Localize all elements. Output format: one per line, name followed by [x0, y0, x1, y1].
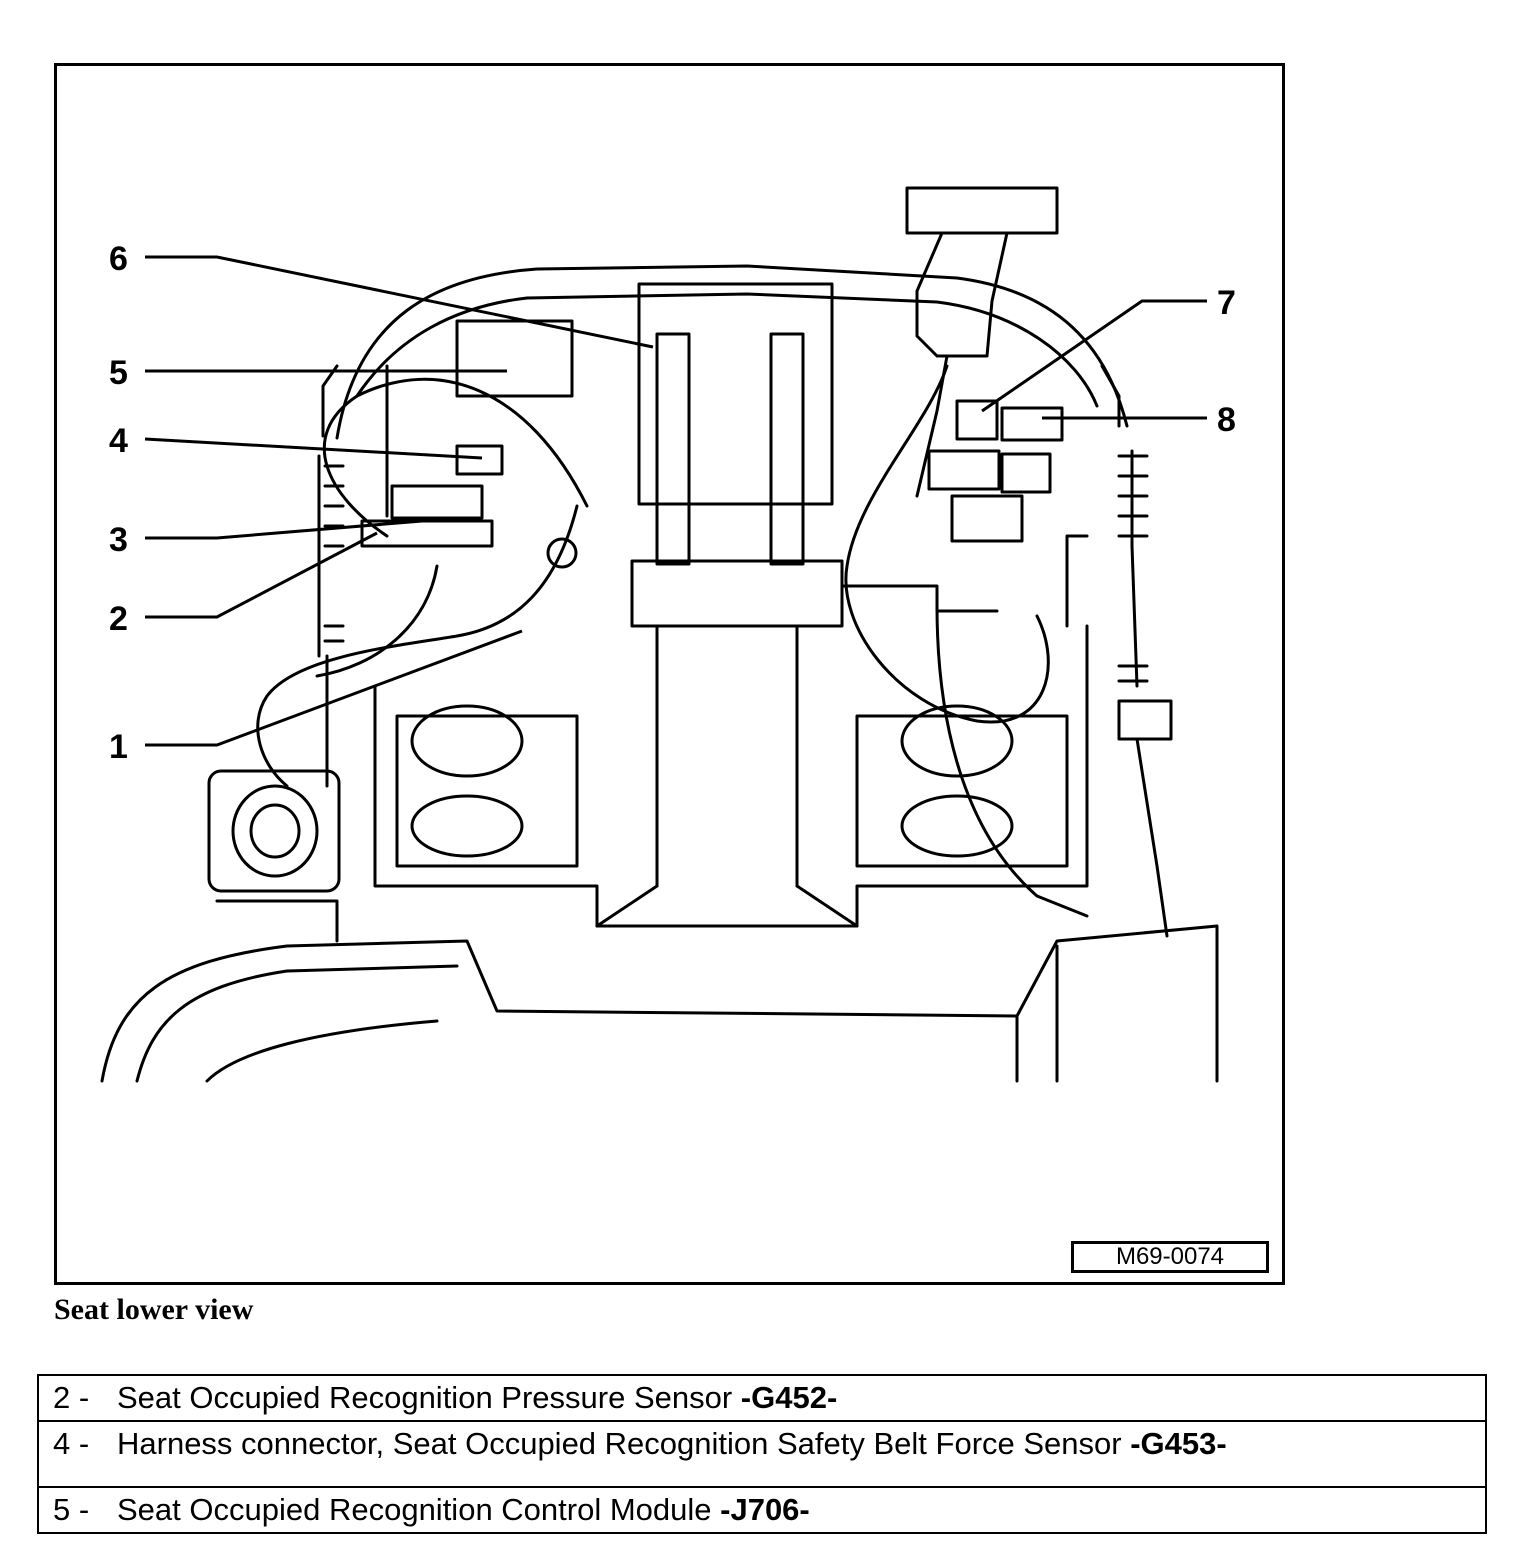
right-harness: [844, 364, 1050, 724]
legend-row: 2 - Seat Occupied Recognition Pressure Se…: [37, 1374, 1487, 1422]
leader-4: [144, 437, 483, 460]
callout-6: 6: [109, 240, 128, 278]
legend-text: Harness connector, Seat Occupied Recogni…: [117, 1426, 1122, 1461]
center-bracket: [637, 282, 834, 506]
leader-1: [145, 629, 523, 747]
callout-3: 3: [109, 521, 128, 559]
legend-row: 4 - Harness connector, Seat Occupied Reco…: [37, 1420, 1487, 1488]
legend-table: 2 - Seat Occupied Recognition Pressure Se…: [37, 1374, 1487, 1534]
callout-7: 7: [1217, 284, 1236, 322]
figure-caption: Seat lower view: [54, 1293, 254, 1326]
legend-text: Seat Occupied Recognition Control Module: [117, 1492, 712, 1527]
leader-6: [145, 255, 654, 349]
pressure-sensor-2: [546, 537, 578, 569]
left-motor: [207, 769, 341, 893]
legend-number: 4 -: [53, 1426, 90, 1461]
callout-5: 5: [109, 354, 128, 392]
module-5: [455, 319, 574, 398]
legend-cell: 5 - Seat Occupied Recognition Control Mod…: [37, 1486, 1487, 1534]
leader-7: [981, 299, 1207, 413]
legend-cell: 2 - Seat Occupied Recognition Pressure Se…: [37, 1374, 1487, 1422]
callout-2: 2: [109, 600, 128, 638]
callout-1: 1: [109, 728, 128, 766]
connector-8: [1000, 406, 1064, 442]
callout-4: 4: [109, 422, 128, 460]
legend-code: -J706-: [720, 1492, 810, 1527]
legend-text: Seat Occupied Recognition Pressure Senso…: [117, 1380, 733, 1415]
legend-row: 5 - Seat Occupied Recognition Control Mod…: [37, 1486, 1487, 1534]
figure-code: M69-0074: [1071, 1241, 1269, 1273]
seat-diagram-figure: 1 2 3 4 5 6 7 8 M69-0074: [54, 63, 1285, 1285]
seat-frame-outline: [335, 264, 1129, 440]
seat-pan: [373, 624, 1089, 928]
legend-number: 2 -: [53, 1380, 90, 1415]
callout-8: 8: [1217, 401, 1236, 439]
top-plug: [905, 186, 1059, 235]
leader-2: [145, 531, 378, 619]
leader-3: [145, 519, 423, 540]
legend-code: -G453-: [1130, 1426, 1227, 1461]
control-module: [630, 559, 844, 628]
connector-7: [955, 399, 999, 441]
legend-number: 5 -: [53, 1492, 90, 1527]
connector-4: [455, 444, 504, 476]
left-harness: [322, 377, 589, 538]
seat-frame-inner: [355, 292, 1099, 408]
legend-cell: 4 - Harness connector, Seat Occupied Reco…: [37, 1420, 1487, 1488]
legend-code: -G452-: [740, 1380, 838, 1415]
front-cross-member: [100, 924, 1219, 1083]
seat-drawing: 1 2 3 4 5 6 7 8: [100, 186, 1236, 1083]
sensor-3: [360, 519, 494, 548]
